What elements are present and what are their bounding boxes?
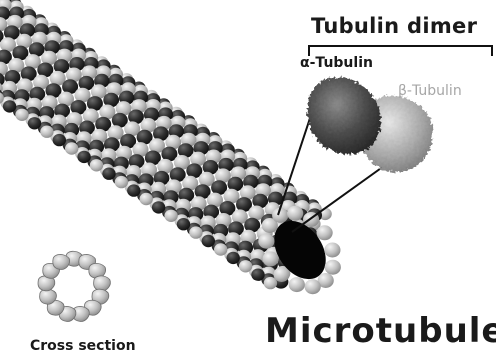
cross-section-subunit — [53, 254, 70, 269]
tubulin-subunit — [227, 252, 240, 264]
end-ring-subunit — [305, 279, 321, 294]
tubulin-dimer-label: Tubulin dimer — [311, 14, 478, 38]
tubulin-subunit — [239, 260, 252, 272]
tubulin-subunit — [202, 235, 215, 247]
end-ring-subunit — [287, 206, 303, 221]
beta-tubulin-label: β-Tubulin — [398, 83, 462, 99]
end-ring-subunit — [317, 225, 333, 240]
cross-section-ring — [38, 251, 110, 321]
tubulin-subunit — [251, 269, 264, 281]
end-ring-subunit — [325, 260, 341, 275]
end-ring-subunit — [258, 234, 274, 249]
tubulin-subunit — [53, 134, 66, 146]
tubulin-subunit — [3, 100, 16, 112]
end-ring-subunit — [289, 277, 305, 292]
tubulin-subunit — [77, 151, 90, 163]
end-ring-subunit — [263, 251, 279, 266]
cross-section-subunit — [94, 276, 111, 291]
tubulin-subunit — [28, 117, 41, 129]
cross-section-label: Cross section — [30, 338, 136, 354]
tubulin-subunit — [15, 109, 28, 121]
microtubule-label: Microtubule — [265, 311, 496, 351]
alpha-tubulin-subunit — [307, 77, 381, 154]
tubulin-subunit — [102, 168, 115, 180]
tubulin-subunit — [214, 243, 227, 255]
tubulin-subunit — [127, 184, 140, 196]
end-ring-subunit — [324, 243, 340, 258]
tubulin-subunit — [152, 201, 165, 213]
tubulin-subunit — [90, 159, 103, 171]
tubulin-subunit — [65, 142, 78, 154]
tubulin-subunit — [40, 126, 53, 138]
tubulin-subunit — [189, 226, 202, 238]
alpha-tubulin-label: α-Tubulin — [300, 55, 373, 71]
tubulin-subunit — [177, 218, 190, 230]
cross-section-subunit — [40, 289, 57, 304]
tubulin-subunit — [140, 193, 153, 205]
tubulin-subunit — [115, 176, 128, 188]
end-ring-subunit — [274, 267, 290, 282]
tubulin-subunit — [164, 210, 177, 222]
